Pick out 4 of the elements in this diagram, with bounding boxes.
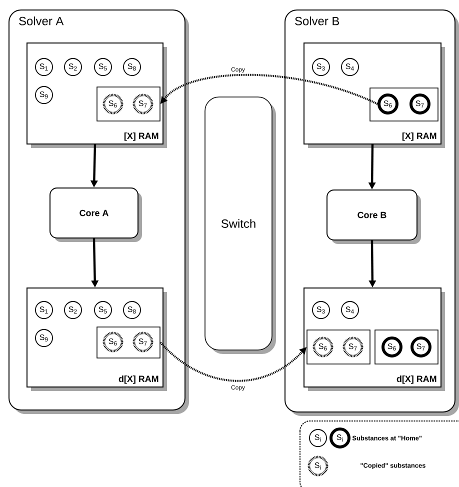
core-box: Core B [326,190,421,244]
core-box: Core A [50,188,142,242]
switch-box: Switch [204,96,276,354]
arrow [160,342,306,382]
